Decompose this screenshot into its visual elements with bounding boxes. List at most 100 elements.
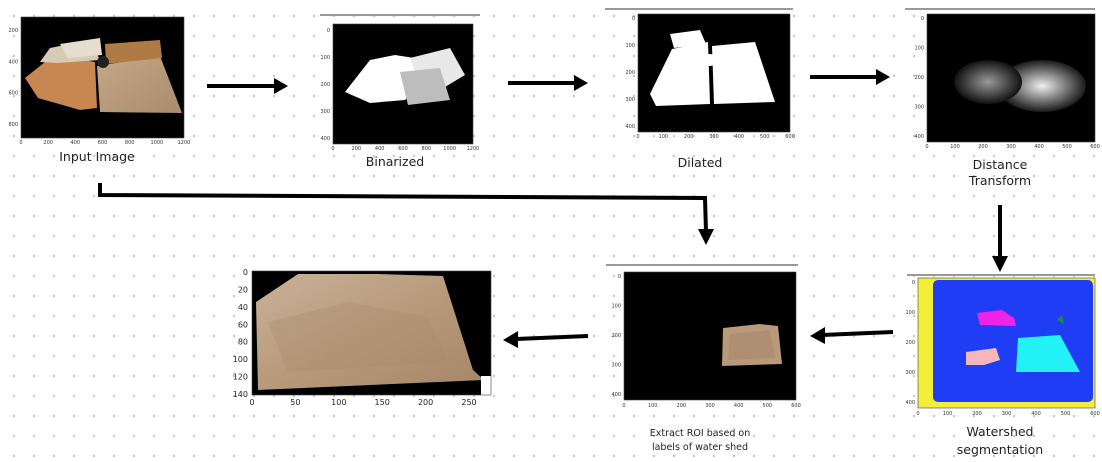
dilated-x-tick-label: 400 [735, 134, 745, 140]
arrow-watershed-to-extract [810, 327, 894, 344]
dilated-x-tick-label: 100 [659, 134, 669, 140]
input-x-tick-label: 1000 [150, 140, 163, 146]
input-soil-tray [97, 56, 182, 113]
binarized-x-tick-label: 200 [352, 146, 362, 152]
dilated-x-tick-label: 200 [684, 134, 694, 140]
result-x-tick-label: 0 [249, 398, 254, 407]
dilated-caption: Dilated [677, 155, 723, 170]
binarized-y-tick-label: 200 [320, 82, 330, 88]
arrow-dilated-to-distance [810, 69, 890, 85]
extract-x-tick-label: 300 [705, 403, 715, 409]
watershed-cyan-region [1016, 335, 1080, 372]
dilated-y-tick-label: 200 [625, 70, 635, 76]
input-y-tick-label: 200 [8, 28, 18, 34]
watershed-magenta-region [977, 310, 1016, 326]
result-x-tick-label: 150 [375, 398, 390, 407]
extract-x-tick-label: 100 [648, 403, 658, 409]
input-box-top [60, 38, 102, 58]
distance-mid-region [954, 60, 1022, 104]
distance-y-tick-label: 0 [921, 16, 924, 22]
extract-y-tick-label: 300 [611, 363, 621, 369]
watershed-pink-region [966, 348, 1000, 365]
distance-x-tick-label: 400 [1034, 144, 1044, 150]
binarized-y-tick-label: 300 [320, 109, 330, 115]
input-box-left [25, 55, 97, 110]
dilated-x-tick-label: 600 [785, 134, 795, 140]
extract-x-tick-label: 400 [734, 403, 744, 409]
watershed-y-tick-label: 100 [905, 310, 915, 316]
watershed-x-tick-label: 200 [972, 411, 982, 417]
input-x-tick-label: 1200 [178, 140, 191, 146]
binarized-y-tick-label: 100 [320, 55, 330, 61]
watershed-caption-line1: Watershed [966, 424, 1034, 439]
result-y-tick-label: 80 [238, 338, 248, 347]
dilated-left-region [650, 42, 710, 106]
binarized-caption: Binarized [365, 154, 425, 169]
dilated-x-tick-label: 500 [760, 134, 770, 140]
input-x-tick-label: 0 [19, 140, 22, 146]
input-center-object [97, 56, 109, 68]
dilated-right-region [712, 42, 775, 104]
extract-x-tick-label: 200 [677, 403, 687, 409]
distance-bright-region [998, 60, 1086, 112]
watershed-x-tick-label: 300 [1002, 411, 1012, 417]
watershed-green-region [1057, 315, 1064, 324]
extract-caption-line1: Extract ROI based on [649, 428, 751, 439]
input-y-tick-label: 800 [8, 122, 18, 128]
binarized-speckle-region [400, 68, 450, 105]
arrow-binarized-to-dilated [508, 75, 588, 91]
distance-x-tick-label: 300 [1006, 144, 1016, 150]
binarized-x-tick-label: 800 [422, 146, 432, 152]
binarized-x-tick-label: 0 [331, 146, 334, 152]
extract-x-tick-label: 500 [763, 403, 773, 409]
watershed-y-tick-label: 400 [905, 400, 915, 406]
input-y-tick-label: 600 [8, 91, 18, 97]
binarized-x-tick-label: 1000 [443, 146, 456, 152]
distance-x-tick-label: 600 [1090, 144, 1100, 150]
dilated-y-tick-label: 0 [632, 16, 635, 22]
result-x-tick-label: 50 [290, 398, 300, 407]
input-box-right [105, 40, 162, 64]
watershed-x-tick-label: 500 [1061, 411, 1071, 417]
binarized-x-tick-label: 1200 [467, 146, 480, 152]
extract-x-tick-label: 0 [622, 403, 625, 409]
result-soil-region [256, 274, 484, 390]
result-y-tick-label: 120 [233, 373, 248, 382]
watershed-x-tick-label: 400 [1031, 411, 1041, 417]
watershed-caption-line2: segmentation [956, 442, 1044, 457]
binarized-x-tick-label: 600 [398, 146, 408, 152]
extract-x-tick-label: 600 [791, 403, 801, 409]
arrow-input-to-binarized [207, 78, 288, 94]
input-image-caption: Input Image [59, 149, 135, 164]
distance-y-tick-label: 100 [914, 46, 924, 52]
dilated-x-tick-label: 300 [709, 134, 719, 140]
extract-caption-line2: labels of water shed [651, 442, 749, 453]
distance-caption-line2: Transform [968, 173, 1032, 188]
input-x-tick-label: 400 [71, 140, 81, 146]
distance-y-tick-label: 300 [914, 105, 924, 111]
distance-x-tick-label: 0 [925, 144, 928, 150]
input-x-tick-label: 200 [43, 140, 53, 146]
distance-caption-line1: Distance [972, 157, 1028, 172]
watershed-y-tick-label: 0 [912, 280, 915, 286]
distance-x-tick-label: 100 [950, 144, 960, 150]
arrow-extract-to-result [503, 331, 589, 348]
input-x-tick-label: 600 [98, 140, 108, 146]
watershed-y-tick-label: 200 [905, 340, 915, 346]
binarized-x-tick-label: 400 [375, 146, 385, 152]
binarized-y-tick-label: 400 [320, 136, 330, 142]
watershed-x-tick-label: 0 [916, 411, 919, 417]
result-y-tick-label: 140 [233, 390, 248, 399]
distance-y-tick-label: 200 [914, 75, 924, 81]
